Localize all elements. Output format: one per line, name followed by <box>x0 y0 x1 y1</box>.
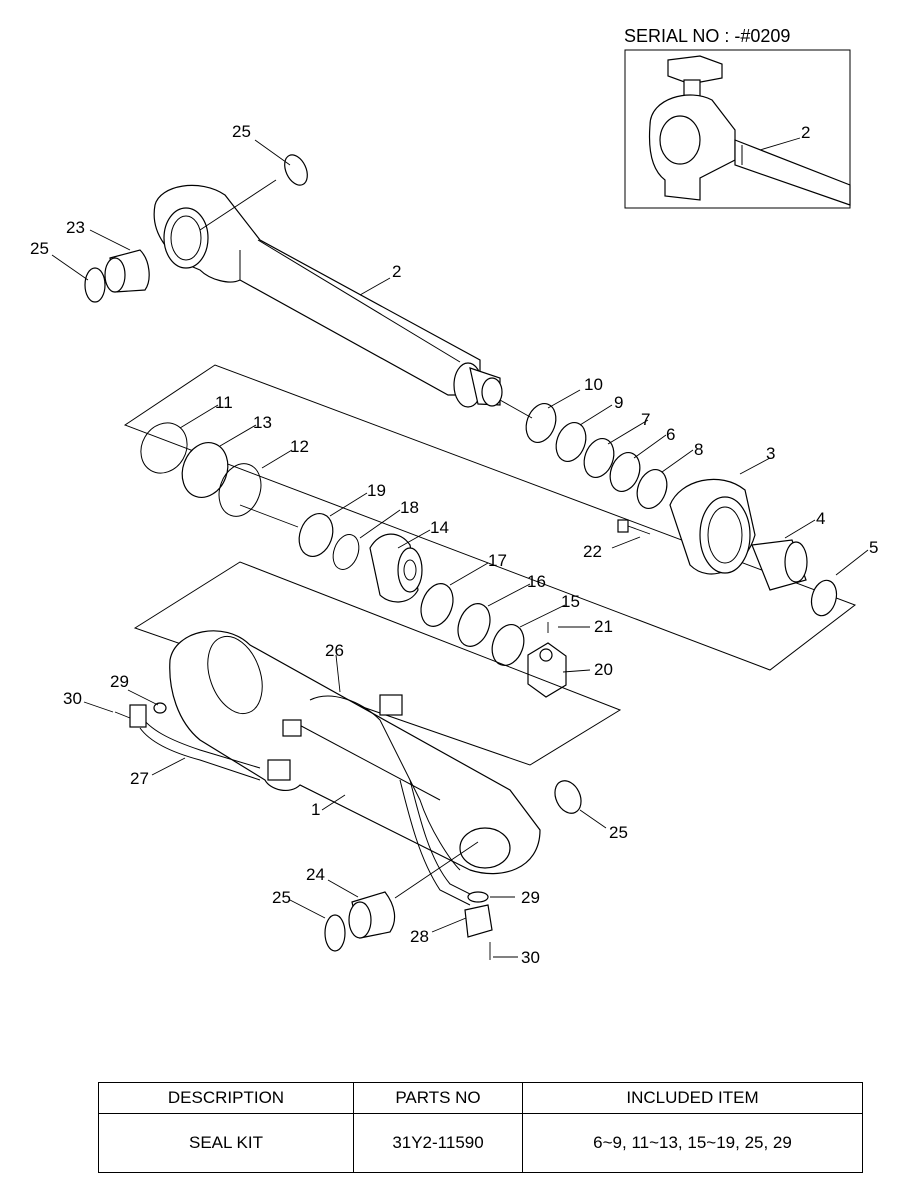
leader-lines <box>51 139 869 958</box>
o-ring-29-bottom <box>467 891 489 903</box>
callout-1: 1 <box>311 800 320 819</box>
gland-3 <box>669 478 756 575</box>
callout-12: 12 <box>290 437 309 456</box>
nut-20 <box>527 642 567 698</box>
callout-25: 25 <box>232 122 251 141</box>
o-ring-11 <box>140 422 188 474</box>
callout-6: 6 <box>666 425 675 444</box>
header-parts-no: PARTS NO <box>353 1082 523 1114</box>
callout-2-inset: 2 <box>801 123 810 142</box>
bushing-24 <box>348 891 396 939</box>
ring-13 <box>181 442 229 498</box>
cell-parts-no: 31Y2-11590 <box>353 1113 523 1173</box>
callout-22: 22 <box>583 542 602 561</box>
callout-14: 14 <box>430 518 449 537</box>
callout-20: 20 <box>594 660 613 679</box>
callout-7: 7 <box>641 410 650 429</box>
callout-21: 21 <box>594 617 613 636</box>
pipe-27 <box>129 704 261 781</box>
ring-25-right <box>554 780 582 814</box>
cell-included-item: 6~9, 11~13, 15~19, 25, 29 <box>522 1113 863 1173</box>
callout-25: 25 <box>30 239 49 258</box>
ring-8 <box>636 469 668 509</box>
callout-30: 30 <box>63 689 82 708</box>
callout-8: 8 <box>694 440 703 459</box>
callout-labels: 25 23 25 2 10 9 7 6 8 3 4 5 22 11 13 12 … <box>30 122 878 967</box>
callout-18: 18 <box>400 498 419 517</box>
table-row: SEAL KIT 31Y2-11590 6~9, 11~13, 15~19, 2… <box>98 1113 863 1173</box>
callout-9: 9 <box>614 393 623 412</box>
callout-23: 23 <box>66 218 85 237</box>
seal-kit-table: DESCRIPTION PARTS NO INCLUDED ITEM SEAL … <box>98 1082 863 1173</box>
callout-17: 17 <box>488 551 507 570</box>
callout-26: 26 <box>325 641 344 660</box>
callout-13: 13 <box>253 413 272 432</box>
callout-19: 19 <box>367 481 386 500</box>
ring-6 <box>609 452 641 492</box>
o-ring-29-left <box>153 702 167 714</box>
callout-27: 27 <box>130 769 149 788</box>
ring-5 <box>810 579 838 617</box>
callout-29: 29 <box>110 672 129 691</box>
ring-7 <box>583 438 615 478</box>
callout-10: 10 <box>584 375 603 394</box>
ring-9 <box>555 422 587 462</box>
ring-16 <box>457 603 491 647</box>
tube-group-frame <box>133 561 622 766</box>
ring-25-bottom <box>324 914 346 952</box>
callout-2: 2 <box>392 262 401 281</box>
callout-29: 29 <box>521 888 540 907</box>
serial-label: SERIAL NO : -#0209 <box>624 26 790 46</box>
callout-3: 3 <box>766 444 775 463</box>
o-ring-18 <box>332 534 360 570</box>
exploded-parts-diagram: SERIAL NO : -#0209 2 <box>30 26 878 967</box>
bolt-30-left <box>114 711 131 719</box>
callout-15: 15 <box>561 592 580 611</box>
serial-inset: SERIAL NO : -#0209 2 <box>624 26 851 209</box>
seal-group-frame <box>123 364 857 671</box>
callout-24: 24 <box>306 865 325 884</box>
cylinder-tube <box>169 630 541 875</box>
bolt-22 <box>617 519 651 535</box>
callout-5: 5 <box>869 538 878 557</box>
ring-19 <box>298 513 334 557</box>
piston-rod <box>153 184 503 408</box>
ring-25-left <box>84 267 106 303</box>
callout-25: 25 <box>272 888 291 907</box>
bushing-23 <box>104 249 150 293</box>
inset-rod-eye <box>648 55 851 206</box>
inset-frame <box>624 49 851 209</box>
header-description: DESCRIPTION <box>98 1082 354 1114</box>
callout-11: 11 <box>215 393 233 412</box>
ring-25-top <box>284 154 308 186</box>
ring-10 <box>525 403 557 443</box>
table-header-row: DESCRIPTION PARTS NO INCLUDED ITEM <box>98 1082 863 1114</box>
header-included-item: INCLUDED ITEM <box>522 1082 863 1114</box>
callout-30: 30 <box>521 948 540 967</box>
pipe-28 <box>399 779 493 938</box>
piston-14 <box>369 533 423 603</box>
clamp-26 <box>267 694 403 781</box>
o-ring-12 <box>218 463 262 517</box>
ring-15 <box>491 624 525 666</box>
callout-4: 4 <box>816 509 825 528</box>
callout-28: 28 <box>410 927 429 946</box>
cell-description: SEAL KIT <box>98 1113 354 1173</box>
callout-16: 16 <box>527 572 546 591</box>
ring-17 <box>420 583 454 627</box>
callout-25: 25 <box>609 823 628 842</box>
bushing-4 <box>751 539 808 591</box>
